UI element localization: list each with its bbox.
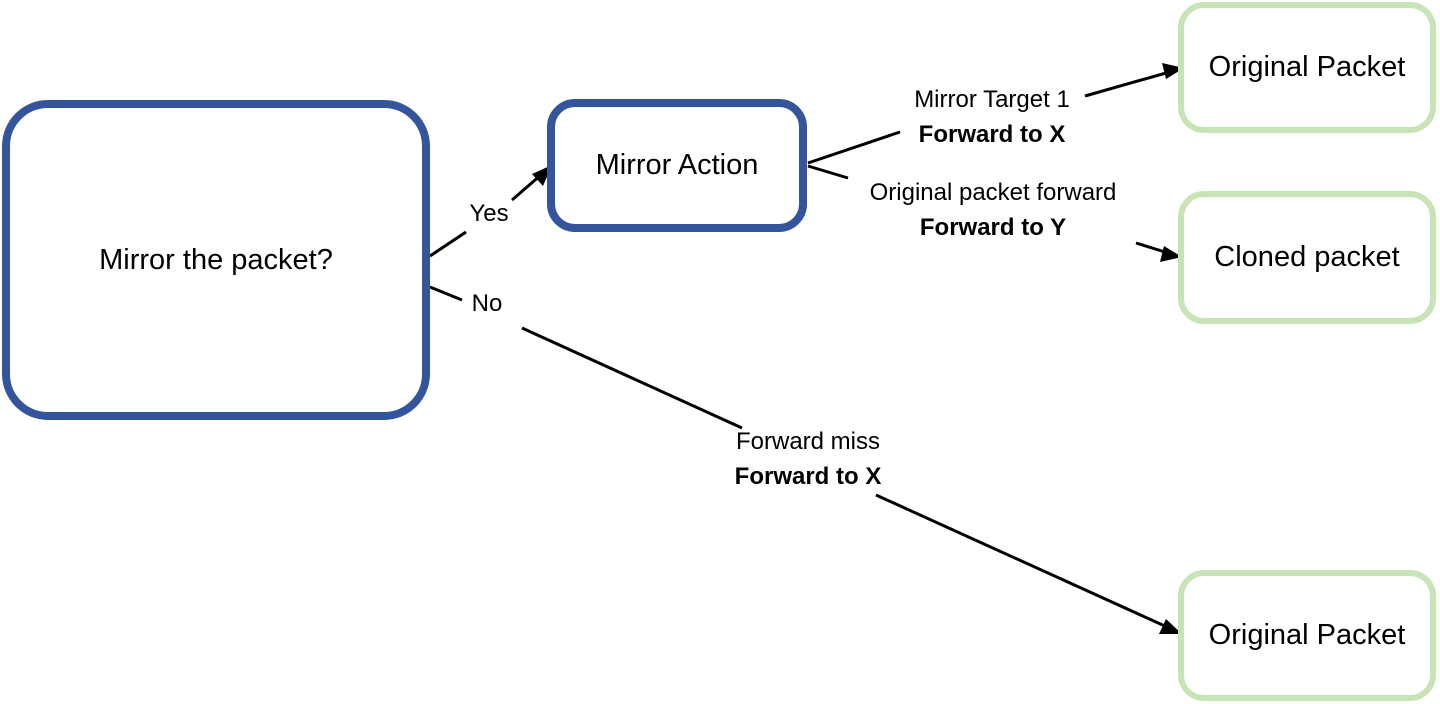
forward-miss-line1: Forward miss: [735, 428, 880, 455]
decision-node-label: Mirror the packet?: [99, 243, 333, 276]
edge-label-forward-miss: Forward miss Forward to X: [708, 424, 908, 494]
original-packet-bottom-node: Original Packet: [1178, 570, 1436, 701]
original-packet-bottom-label: Original Packet: [1208, 619, 1406, 651]
decision-node: Mirror the packet?: [2, 100, 430, 420]
edge-no-line-b: [521, 326, 743, 430]
edge-mirror-target-line-b: [1084, 67, 1181, 98]
edge-label-yes: Yes: [469, 200, 509, 227]
cloned-packet-node: Cloned packet: [1178, 191, 1436, 324]
original-forward-line2: Forward to Y: [919, 214, 1067, 241]
mirror-target-line1: Mirror Target 1: [914, 86, 1070, 113]
edge-yes-line-a: [429, 230, 467, 258]
original-forward-line1: Original packet forward: [869, 179, 1117, 206]
edge-no-line-c: [875, 493, 1179, 634]
edge-label-mirror-target: Mirror Target 1 Forward to X: [872, 82, 1112, 152]
forward-miss-line2: Forward to X: [734, 463, 882, 490]
arrowhead-cloned: [1160, 246, 1182, 262]
original-packet-top-label: Original Packet: [1208, 51, 1406, 83]
edge-no-line-a: [429, 285, 463, 302]
mirror-action-node: Mirror Action: [547, 99, 807, 232]
edge-original-forward-line-a: [807, 164, 849, 180]
mirror-action-label: Mirror Action: [595, 149, 759, 181]
mirror-target-line2: Forward to X: [918, 121, 1066, 148]
arrowhead-original-bottom: [1159, 619, 1182, 634]
edge-label-no: No: [471, 290, 503, 317]
edge-mirror-target-line-a: [807, 130, 901, 165]
cloned-packet-label: Cloned packet: [1214, 241, 1400, 273]
original-packet-top-node: Original Packet: [1178, 2, 1436, 133]
edge-label-original-forward: Original packet forward Forward to Y: [838, 175, 1148, 245]
